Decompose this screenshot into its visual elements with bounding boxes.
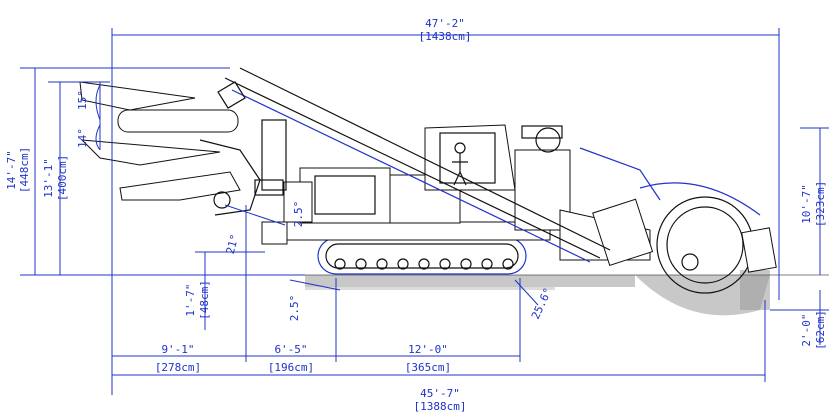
track-roller [481,258,493,270]
machine-outline [79,67,777,294]
track-roller [418,258,430,270]
angle-blade: 2.5° [292,201,305,228]
track-roller [376,258,388,270]
overall-length-top-ft: 47'-2" [425,17,465,30]
segment-1-ft: 9'-1" [161,343,194,356]
height-right-ft: 10'-7" [800,184,813,224]
angle-track-front: 2.5° [288,295,301,322]
crawler-track [317,237,527,275]
clearance-left-cm: [48cm] [198,280,211,320]
height-left-inner-ft: 13'-1" [42,158,55,198]
depth-right-ft: 2'-0" [800,313,813,346]
depth-right-cm: [62cm] [814,310,827,350]
ground-hatch [305,270,829,316]
height-left-outer-ft: 14'-7" [5,150,18,190]
discharge-conveyor-positions [79,81,261,216]
track-roller [334,258,346,270]
dimension-labels: 47'-2" [1438cm] 45'-7" [1388cm] 9'-1" [2… [5,17,827,413]
segment-3-ft: 12'-0" [408,343,448,356]
angle-conveyor-up: 15° [76,90,89,110]
overall-length-bottom-cm: [1388cm] [414,400,467,413]
track-roller [439,258,451,270]
height-left-outer-cm: [448cm] [18,147,31,193]
segment-1-cm: [278cm] [155,361,201,374]
track-roller [355,258,367,270]
track-roller [502,258,514,270]
conveyor-boom [217,67,611,263]
angle-conveyor-down: 14° [76,128,89,148]
segment-3-cm: [365cm] [405,361,451,374]
height-left-inner-cm: [400cm] [56,155,69,201]
track-roller [460,258,472,270]
overall-length-top-cm: [1438cm] [419,30,472,43]
height-right-cm: [323cm] [814,181,827,227]
clearance-left-ft: 1'-7" [184,283,197,316]
angle-track-rear: 25.6° [529,286,555,322]
track-roller [397,258,409,270]
overall-length-bottom-ft: 45'-7" [420,387,460,400]
dimension-lines [20,28,829,395]
trencher-wheel [579,147,777,294]
segment-2-ft: 6'-5" [274,343,307,356]
segment-2-cm: [196cm] [268,361,314,374]
angle-rear: 21° [224,233,242,256]
